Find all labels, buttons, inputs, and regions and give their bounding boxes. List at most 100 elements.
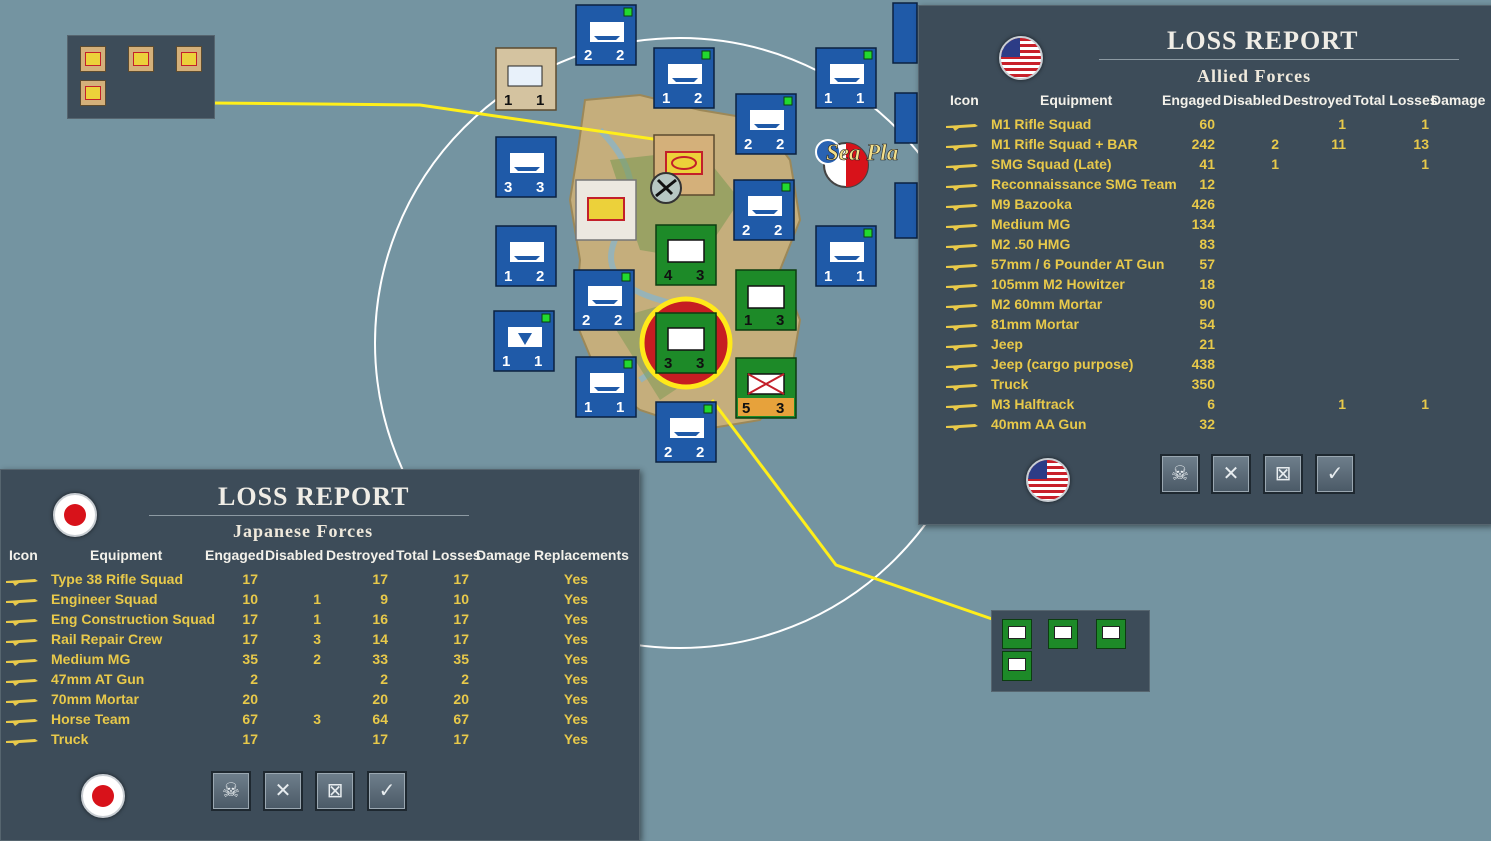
svg-text:1: 1: [662, 90, 670, 107]
allied_report-equipment: 105mm M2 Howitzer: [991, 276, 1125, 292]
us-token[interactable]: [1002, 619, 1032, 649]
confirm-button[interactable]: ✓: [367, 771, 407, 811]
svg-text:1: 1: [744, 312, 752, 329]
machine-gun-icon: [945, 218, 979, 231]
japanese_report-replacements: Yes: [563, 631, 589, 647]
link-line-east: [710, 399, 996, 622]
casualties-button[interactable]: ☠: [1160, 454, 1200, 494]
col-header-icon: Icon: [950, 92, 979, 108]
svg-text:2: 2: [664, 444, 672, 461]
svg-text:3: 3: [776, 400, 784, 417]
japanese_report-destroyed: 17: [372, 571, 388, 587]
japan-flag-button[interactable]: [81, 774, 125, 818]
svg-text:2: 2: [776, 136, 784, 153]
col-header-disabled: Disabled: [265, 547, 324, 563]
japanese_report-engaged: 10: [242, 591, 258, 607]
allied_report-engaged: 60: [1199, 116, 1215, 132]
engineer-icon: [5, 613, 39, 626]
col-header-engaged: Engaged: [1162, 92, 1222, 108]
jp-token[interactable]: [80, 46, 106, 72]
allied_report-engaged: 12: [1199, 176, 1215, 192]
jp-token[interactable]: [128, 46, 154, 72]
naval-counter: [894, 92, 918, 144]
allied_report-total: 13: [1413, 136, 1429, 152]
japanese_report-engaged: 20: [242, 691, 258, 707]
svg-text:1: 1: [824, 268, 832, 285]
japanese_report-destroyed: 16: [372, 611, 388, 627]
allied_report-engaged: 54: [1199, 316, 1215, 332]
japanese_report-total: 35: [453, 651, 469, 667]
mortar-icon: [945, 318, 979, 331]
casualties-button[interactable]: ☠: [211, 771, 251, 811]
japanese_report-engaged: 17: [242, 631, 258, 647]
bazooka-icon: [945, 198, 979, 211]
destroyed-button[interactable]: ⊠: [315, 771, 355, 811]
svg-text:1: 1: [824, 90, 832, 107]
japanese-report-title: LOSS REPORT: [218, 482, 410, 511]
japanese_report-replacements: Yes: [563, 711, 589, 727]
svg-text:2: 2: [584, 47, 592, 64]
allied-report-title: LOSS REPORT: [1167, 26, 1359, 55]
japanese_report-equipment: Medium MG: [51, 651, 131, 667]
japanese_report-destroyed: 33: [372, 651, 388, 667]
japanese-loss-report-panel: LOSS REPORT Japanese Forces Icon Equipme…: [0, 469, 640, 841]
svg-text:2: 2: [536, 268, 544, 285]
allied_report-engaged: 426: [1191, 196, 1215, 212]
japanese_report-engaged: 17: [242, 611, 258, 627]
allied_report-engaged: 242: [1191, 136, 1215, 152]
field-gun-icon: [945, 278, 979, 291]
japanese_report-disabled: 2: [313, 651, 321, 667]
svg-text:4: 4: [664, 267, 673, 284]
japanese_report-equipment: 47mm AT Gun: [51, 671, 145, 687]
disabled-button[interactable]: ✕: [263, 771, 303, 811]
japanese_report-replacements: Yes: [563, 651, 589, 667]
svg-text:2: 2: [696, 444, 704, 461]
us-token[interactable]: [1048, 619, 1078, 649]
truck-icon: [945, 378, 979, 391]
us-flag-button[interactable]: [1026, 458, 1070, 502]
allied_report-engaged: 18: [1199, 276, 1215, 292]
col-header-engaged: Engaged: [205, 547, 265, 563]
svg-text:2: 2: [614, 312, 622, 329]
col-header-replacements: Replacements: [534, 547, 629, 563]
svg-text:3: 3: [664, 355, 672, 372]
japanese_report-destroyed: 17: [372, 731, 388, 747]
col-header-disabled: Disabled: [1223, 92, 1282, 108]
mortar-icon: [945, 298, 979, 311]
allied_report-equipment: Jeep (cargo purpose): [991, 356, 1134, 372]
disabled-button[interactable]: ✕: [1211, 454, 1251, 494]
svg-text:1: 1: [504, 268, 512, 285]
us-token[interactable]: [1002, 651, 1032, 681]
allied_report-destroyed: 1: [1338, 396, 1346, 412]
col-header-damage: Damage: [476, 547, 531, 563]
link-line-west: [209, 101, 661, 142]
us-token[interactable]: [1096, 619, 1126, 649]
svg-text:2: 2: [774, 222, 782, 239]
japanese_report-disabled: 1: [313, 611, 321, 627]
japanese_report-disabled: 1: [313, 591, 321, 607]
stack-tokens-west[interactable]: [67, 35, 215, 119]
allied_report-equipment: M2 60mm Mortar: [991, 296, 1103, 312]
japanese_report-equipment: Rail Repair Crew: [51, 631, 163, 647]
jp-token[interactable]: [176, 46, 202, 72]
jp-token[interactable]: [80, 80, 106, 106]
allied_report-equipment: Jeep: [991, 336, 1023, 352]
japanese_report-total: 67: [453, 711, 469, 727]
stack-tokens-east[interactable]: [991, 610, 1150, 692]
allied_report-equipment: M1 Rifle Squad: [991, 116, 1092, 132]
japanese_report-destroyed: 14: [372, 631, 388, 647]
jeep-icon: [945, 338, 979, 351]
machine-gun-icon: [5, 653, 39, 666]
confirm-button[interactable]: ✓: [1315, 454, 1355, 494]
japanese_report-destroyed: 9: [380, 591, 388, 607]
svg-text:1: 1: [856, 268, 864, 285]
allied_report-equipment: Medium MG: [991, 216, 1071, 232]
allied_report-equipment: SMG Squad (Late): [991, 156, 1112, 172]
destroyed-button[interactable]: ⊠: [1263, 454, 1303, 494]
svg-text:3: 3: [696, 267, 704, 284]
svg-text:3: 3: [536, 179, 544, 196]
rifle-icon: [5, 573, 39, 586]
svg-text:2: 2: [582, 312, 590, 329]
allied_report-engaged: 41: [1199, 156, 1215, 172]
